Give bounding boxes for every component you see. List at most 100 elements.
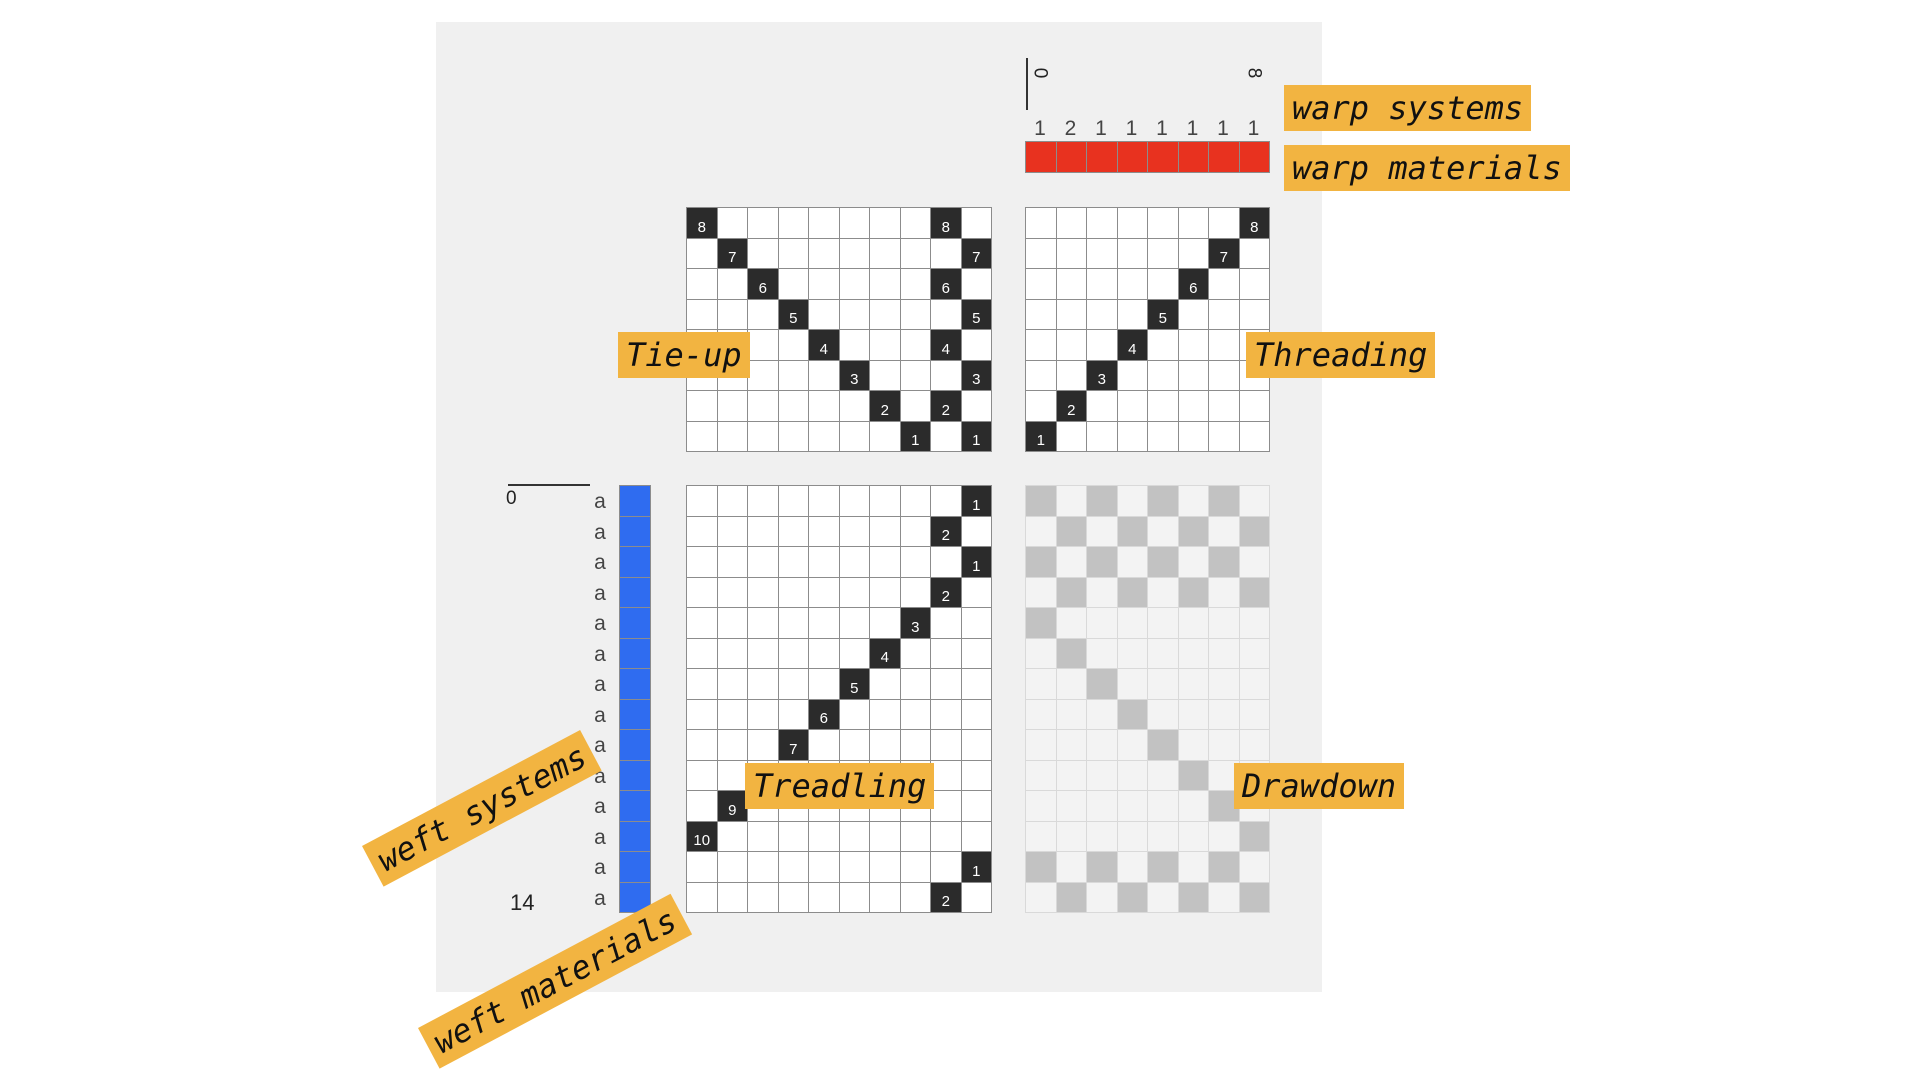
treadling-cell[interactable] xyxy=(839,577,869,607)
tie-up-cell[interactable] xyxy=(900,269,930,299)
tie-up-cell[interactable]: 7 xyxy=(961,238,991,268)
treadling-cell[interactable] xyxy=(717,882,747,912)
treadling-cell[interactable] xyxy=(931,638,961,668)
treadling-cell[interactable] xyxy=(839,882,869,912)
treadling-cell[interactable]: 10 xyxy=(687,821,717,851)
threading-cell[interactable] xyxy=(1026,391,1056,421)
treadling-cell[interactable] xyxy=(717,669,747,699)
treadling-cell[interactable] xyxy=(748,638,778,668)
threading-cell[interactable] xyxy=(1056,330,1086,360)
treadling-cell[interactable] xyxy=(839,608,869,638)
tie-up-cell[interactable]: 1 xyxy=(900,421,930,451)
treadling-cell[interactable] xyxy=(839,516,869,546)
treadling-cell[interactable] xyxy=(748,882,778,912)
tie-up-cell[interactable] xyxy=(748,421,778,451)
treadling-cell[interactable]: 2 xyxy=(931,577,961,607)
tie-up-cell[interactable]: 2 xyxy=(870,391,900,421)
weft-materials-column[interactable] xyxy=(619,485,651,913)
treadling-cell[interactable] xyxy=(717,577,747,607)
treadling-cell[interactable] xyxy=(839,852,869,882)
treadling-cell[interactable] xyxy=(839,547,869,577)
treadling-cell[interactable] xyxy=(748,730,778,760)
treadling-cell[interactable] xyxy=(687,486,717,516)
weft-material-cell[interactable] xyxy=(620,638,650,668)
treadling-cell[interactable] xyxy=(717,608,747,638)
tie-up-cell[interactable]: 5 xyxy=(778,299,808,329)
treadling-cell[interactable] xyxy=(931,760,961,790)
tie-up-cell[interactable] xyxy=(870,360,900,390)
treadling-cell[interactable] xyxy=(809,852,839,882)
treadling-cell[interactable] xyxy=(778,821,808,851)
threading-cell[interactable] xyxy=(1209,269,1239,299)
treadling-cell[interactable] xyxy=(687,730,717,760)
treadling-cell[interactable] xyxy=(809,608,839,638)
threading-cell[interactable] xyxy=(1239,299,1269,329)
tie-up-cell[interactable]: 8 xyxy=(687,208,717,238)
treadling-cell[interactable] xyxy=(931,547,961,577)
treadling-cell[interactable] xyxy=(778,699,808,729)
threading-cell[interactable] xyxy=(1148,360,1178,390)
threading-cell[interactable] xyxy=(1209,421,1239,451)
threading-cell[interactable] xyxy=(1209,330,1239,360)
tie-up-cell[interactable] xyxy=(900,238,930,268)
treadling-cell[interactable] xyxy=(900,699,930,729)
threading-cell[interactable] xyxy=(1087,208,1117,238)
treadling-cell[interactable] xyxy=(870,669,900,699)
threading-cell[interactable]: 8 xyxy=(1239,208,1269,238)
tie-up-cell[interactable] xyxy=(839,299,869,329)
warp-materials-row[interactable] xyxy=(1025,141,1270,173)
treadling-cell[interactable] xyxy=(931,730,961,760)
treadling-cell[interactable] xyxy=(870,821,900,851)
tie-up-cell[interactable] xyxy=(900,330,930,360)
weft-material-cell[interactable] xyxy=(620,577,650,607)
treadling-cell[interactable] xyxy=(809,638,839,668)
threading-cell[interactable] xyxy=(1026,299,1056,329)
tie-up-cell[interactable]: 4 xyxy=(931,330,961,360)
weft-material-cell[interactable] xyxy=(620,547,650,577)
tie-up-cell[interactable] xyxy=(748,238,778,268)
warp-material-cell[interactable] xyxy=(1087,142,1117,172)
tie-up-cell[interactable] xyxy=(809,360,839,390)
threading-cell[interactable] xyxy=(1178,360,1208,390)
tie-up-cell[interactable] xyxy=(809,391,839,421)
tie-up-cell[interactable] xyxy=(748,299,778,329)
treadling-cell[interactable] xyxy=(870,516,900,546)
threading-cell[interactable] xyxy=(1209,360,1239,390)
treadling-cell[interactable] xyxy=(748,577,778,607)
tie-up-cell[interactable] xyxy=(900,208,930,238)
tie-up-cell[interactable] xyxy=(931,238,961,268)
treadling-cell[interactable] xyxy=(778,638,808,668)
treadling-cell[interactable] xyxy=(717,516,747,546)
tie-up-cell[interactable]: 2 xyxy=(931,391,961,421)
treadling-cell[interactable] xyxy=(748,669,778,699)
tie-up-cell[interactable] xyxy=(870,299,900,329)
treadling-cell[interactable] xyxy=(900,638,930,668)
tie-up-cell[interactable] xyxy=(931,421,961,451)
tie-up-cell[interactable] xyxy=(687,391,717,421)
tie-up-cell[interactable] xyxy=(931,299,961,329)
tie-up-cell[interactable]: 3 xyxy=(961,360,991,390)
tie-up-cell[interactable]: 4 xyxy=(809,330,839,360)
weft-material-cell[interactable] xyxy=(620,730,650,760)
threading-cell[interactable]: 6 xyxy=(1178,269,1208,299)
treadling-cell[interactable] xyxy=(839,699,869,729)
treadling-cell[interactable] xyxy=(900,669,930,699)
treadling-cell[interactable] xyxy=(687,669,717,699)
treadling-cell[interactable] xyxy=(900,547,930,577)
tie-up-cell[interactable] xyxy=(900,299,930,329)
tie-up-cell[interactable]: 3 xyxy=(839,360,869,390)
threading-cell[interactable] xyxy=(1056,360,1086,390)
threading-cell[interactable]: 2 xyxy=(1056,391,1086,421)
threading-cell[interactable] xyxy=(1178,330,1208,360)
treadling-cell[interactable] xyxy=(809,821,839,851)
treadling-cell[interactable] xyxy=(870,699,900,729)
threading-cell[interactable] xyxy=(1117,360,1147,390)
threading-cell[interactable] xyxy=(1056,421,1086,451)
threading-cell[interactable] xyxy=(1026,269,1056,299)
threading-cell[interactable] xyxy=(1087,330,1117,360)
treadling-cell[interactable] xyxy=(809,516,839,546)
threading-cell[interactable] xyxy=(1148,421,1178,451)
tie-up-cell[interactable] xyxy=(870,269,900,299)
tie-up-cell[interactable] xyxy=(809,299,839,329)
threading-cell[interactable] xyxy=(1148,391,1178,421)
